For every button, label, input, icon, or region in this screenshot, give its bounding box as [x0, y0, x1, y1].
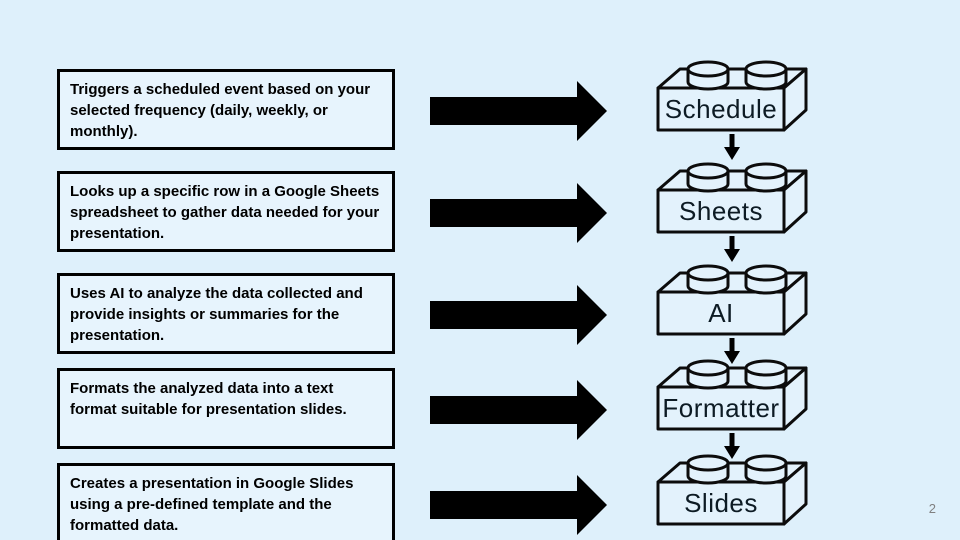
lego-brick-formatter: Formatter — [656, 357, 808, 431]
brick-label: Formatter — [662, 392, 780, 423]
step-description: Triggers a scheduled event based on your… — [70, 81, 371, 140]
workflow-step-sheets: Looks up a specific row in a Google Shee… — [0, 160, 960, 266]
brick-label: Schedule — [664, 93, 778, 124]
arrow-down-icon — [724, 236, 740, 262]
arrow-right-icon — [430, 81, 607, 141]
arrow-down-icon — [724, 338, 740, 364]
step-description-box: Looks up a specific row in a Google Shee… — [57, 171, 395, 252]
workflow-step-schedule: Triggers a scheduled event based on your… — [0, 58, 960, 164]
arrow-right-icon — [430, 380, 607, 440]
step-description: Looks up a specific row in a Google Shee… — [70, 183, 380, 242]
arrow-right-icon — [430, 285, 607, 345]
workflow-step-slides: Creates a presentation in Google Slides … — [0, 452, 960, 540]
step-description-box: Formats the analyzed data into a text fo… — [57, 368, 395, 449]
page-number: 2 — [928, 501, 936, 516]
step-description: Creates a presentation in Google Slides … — [70, 475, 354, 534]
brick-label: AI — [708, 297, 734, 328]
step-description-box: Uses AI to analyze the data collected an… — [57, 273, 395, 354]
step-description-box: Triggers a scheduled event based on your… — [57, 69, 395, 150]
brick-label: Sheets — [679, 195, 763, 226]
step-description-box: Creates a presentation in Google Slides … — [57, 463, 395, 540]
workflow-step-formatter: Formats the analyzed data into a text fo… — [0, 357, 960, 463]
workflow-step-ai: Uses AI to analyze the data collected an… — [0, 262, 960, 368]
step-description: Uses AI to analyze the data collected an… — [70, 285, 363, 344]
arrow-right-icon — [430, 183, 607, 243]
lego-brick-sheets: Sheets — [656, 160, 808, 234]
lego-brick-schedule: Schedule — [656, 58, 808, 132]
arrow-right-icon — [430, 475, 607, 535]
lego-brick-slides: Slides — [656, 452, 808, 526]
arrow-down-icon — [724, 134, 740, 160]
arrow-down-icon — [724, 433, 740, 459]
brick-label: Slides — [684, 487, 758, 518]
lego-brick-ai: AI — [656, 262, 808, 336]
step-description: Formats the analyzed data into a text fo… — [70, 380, 347, 418]
